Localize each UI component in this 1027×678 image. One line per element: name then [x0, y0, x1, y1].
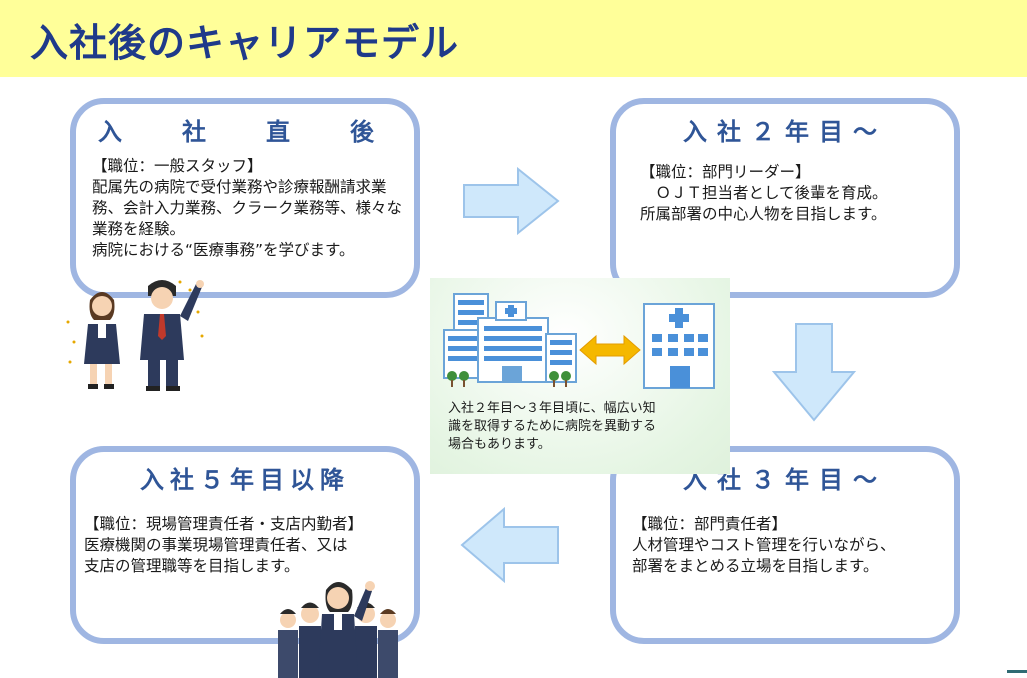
card-title: 入社５年目以降 [140, 466, 350, 494]
page-title: 入社後のキャリアモデル [30, 21, 460, 65]
hospital-large-icon [443, 293, 577, 387]
team-illustration [278, 581, 398, 678]
card-body: 【職位：部門リーダー】 ＯＪＴ担当者として後輩を育成。 所属部署の中心人物を目指… [640, 163, 888, 223]
new-staff-illustration [66, 280, 204, 391]
arrow-right-icon [463, 167, 560, 235]
arrow-left-icon [460, 506, 559, 584]
hospital-small-icon [643, 303, 715, 389]
double-arrow-icon [579, 334, 641, 366]
header-bar: 入社後のキャリアモデル [0, 0, 1027, 77]
card-title: 入 社 直 後 [98, 118, 392, 146]
card-fifth-year: 入社５年目以降 【職位：現場管理責任者・支店内勤者】 医療機関の事業現場管理責任… [70, 446, 420, 644]
card-first-year: 入 社 直 後 【職位：一般スタッフ】 配属先の病院で受付業務や診療報酬請求業務… [70, 98, 420, 298]
corner-mark [1007, 670, 1027, 673]
card-title: 入社２年目～ [683, 118, 887, 146]
card-body: 【職位：一般スタッフ】 配属先の病院で受付業務や診療報酬請求業務、会計入力業務、… [92, 157, 403, 259]
arrow-down-icon [771, 323, 857, 422]
card-body: 【職位：現場管理責任者・支店内勤者】 医療機関の事業現場管理責任者、又は 支店の… [84, 515, 364, 575]
card-second-year: 入社２年目～ 【職位：部門リーダー】 ＯＪＴ担当者として後輩を育成。 所属部署の… [610, 98, 960, 298]
card-third-year: 入社３年目～ 【職位：部門責任者】 人材管理やコスト管理を行いながら、 部署をま… [610, 446, 960, 644]
card-body: 【職位：部門責任者】 人材管理やコスト管理を行いながら、 部署をまとめる立場を目… [632, 515, 896, 575]
transfer-caption: 入社２年目～３年目頃に、幅広い知 識を取得するために病院を異動する 場合もありま… [448, 401, 657, 452]
